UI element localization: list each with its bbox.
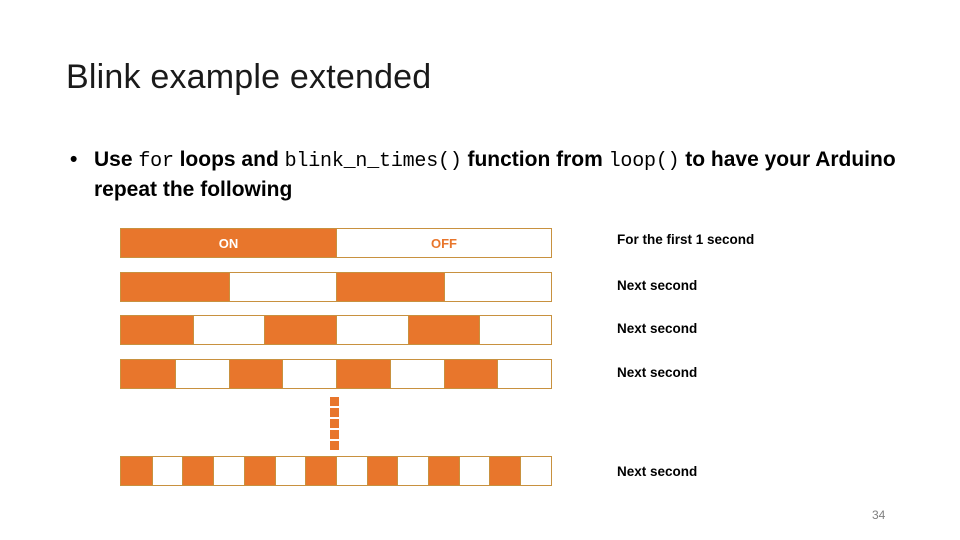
segment-on [264,316,336,344]
segment-off [335,316,408,344]
ellipsis-dot [330,397,339,406]
segment-on [336,360,390,388]
row-label-row-1-second: For the first 1 second [617,232,755,247]
segment-off [497,360,551,388]
segment-off [151,457,183,485]
bullet-part-0: Use [94,148,139,171]
segment-label: OFF [431,235,457,251]
segment-on [228,360,283,388]
ellipsis-dot [330,430,339,439]
segment-off [282,360,336,388]
segment-off [213,457,244,485]
ellipsis-dot [330,441,339,450]
segment-on: ON [121,229,336,257]
bullet-text: Use for loops and blink_n_times() functi… [94,146,896,205]
segment-on [407,316,480,344]
bullet-marker: • [70,148,78,171]
row-label-row-n-blinks: Next second [617,464,698,479]
bullet-part-3: blink_n_times() [284,150,462,173]
page-number: 34 [872,508,886,522]
page-title: Blink example extended [66,58,432,96]
segment-on [366,457,398,485]
segment-on [121,457,152,485]
segment-off [228,273,336,301]
bullet-part-1: for [138,150,174,173]
segment-off [389,360,444,388]
segment-on [121,360,175,388]
segment-on [121,316,193,344]
segment-on [305,457,336,485]
row-label-row-2-blinks: Next second [617,278,698,293]
bullet-part-6: to have your Arduino repeat the followin… [94,148,896,201]
segment-off [479,316,551,344]
timing-bar-row-4-blinks [120,359,552,389]
segment-off [520,457,551,485]
bullet-paragraph: • Use for loops and blink_n_times() func… [66,146,896,205]
row-label-row-3-blinks: Next second [617,321,698,336]
segment-off [443,273,551,301]
segment-label: ON [218,235,239,251]
segment-on [428,457,459,485]
timing-bar-row-2-blinks [120,272,552,302]
segment-on [443,360,498,388]
segment-on [336,273,444,301]
segment-on [243,457,275,485]
timing-bar-row-n-blinks [120,456,552,486]
segment-on [489,457,521,485]
timing-bar-row-1-second: ON OFF [120,228,552,258]
row-label-row-4-blinks: Next second [617,365,698,380]
segment-off [274,457,306,485]
ellipsis-dot [330,419,339,428]
ellipsis-dot [330,408,339,417]
segment-off [458,457,490,485]
segment-off [192,316,265,344]
segment-on [182,457,214,485]
timing-bar-row-3-blinks [120,315,552,345]
vertical-ellipsis-icon [329,397,340,452]
bullet-part-2: loops and [173,148,285,171]
segment-off [335,457,367,485]
bullet-part-5: loop() [608,150,680,173]
segment-on [121,273,229,301]
segment-off [174,360,229,388]
bullet-part-4: function from [461,148,609,171]
segment-off: OFF [336,229,551,257]
segment-off [397,457,429,485]
